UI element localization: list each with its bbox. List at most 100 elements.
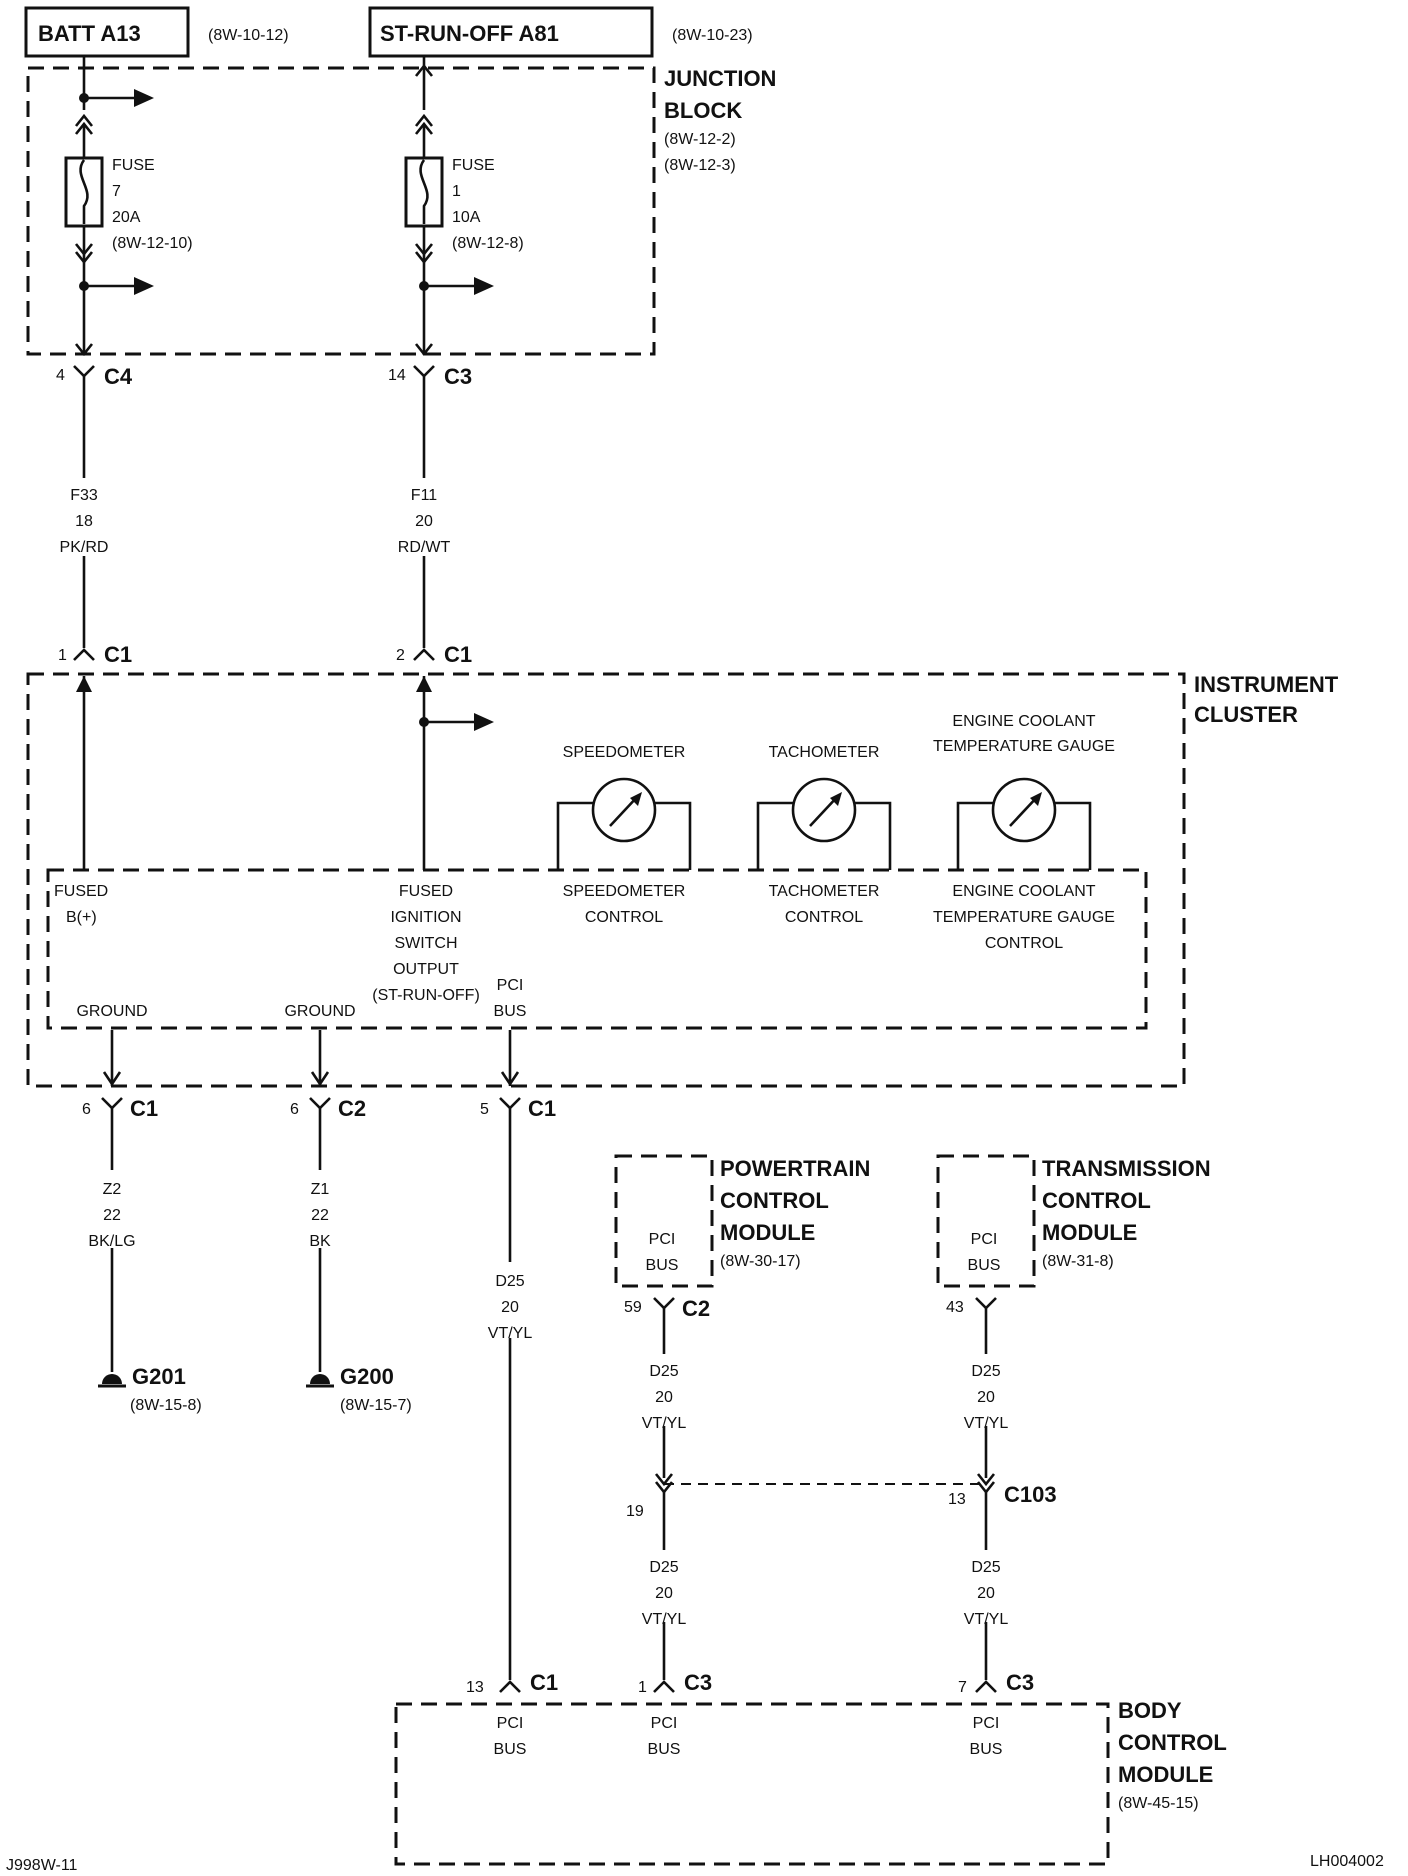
cluster-pci-label-2: BUS: [494, 1003, 527, 1020]
cluster-internal-wiring: [76, 676, 494, 870]
ect-control-2: TEMPERATURE GAUGE: [933, 909, 1115, 926]
speedometer-label: SPEEDOMETER: [563, 744, 686, 761]
wire-z2-circuit: Z2: [103, 1181, 122, 1198]
connector-c1-pci-pin: 5: [480, 1101, 489, 1118]
fis-label-5: (ST-RUN-OFF): [372, 987, 480, 1004]
fuse-1-number: 1: [452, 183, 461, 200]
wire-d25-tcm-upper-gauge: 20: [977, 1389, 995, 1406]
ect-control-3: CONTROL: [985, 935, 1063, 952]
connector-bcm-c1-name: C1: [530, 1670, 558, 1695]
wire-f11-gauge: 20: [415, 513, 433, 530]
bcm-pci-a-1: PCI: [497, 1715, 524, 1732]
speedometer-control-1: SPEEDOMETER: [563, 883, 686, 900]
pcm-boundary: [614, 1154, 714, 1288]
tcm-title-1: TRANSMISSION: [1042, 1156, 1211, 1181]
fuse-7-number: 7: [112, 183, 121, 200]
connector-c4-name: C4: [104, 364, 133, 389]
tcm-boundary: [936, 1154, 1036, 1288]
junction-block-ref-1: (8W-12-2): [664, 131, 736, 148]
instrument-cluster-title-1: INSTRUMENT: [1194, 672, 1339, 697]
ect-gauge-label-1: ENGINE COOLANT: [952, 713, 1095, 730]
wire-f11-color: RD/WT: [398, 539, 451, 556]
wire-f33-gauge: 18: [75, 513, 93, 530]
connector-c3-jb-pin: 14: [388, 367, 406, 384]
connector-c103-right-pin: 13: [948, 1491, 966, 1508]
tachometer-gauge: [756, 777, 892, 870]
wire-z2-gauge: 22: [103, 1207, 121, 1224]
connector-pcm-c2-name: C2: [682, 1296, 710, 1321]
figure-id-left: J998W-11: [6, 1857, 78, 1874]
bcm-title-2: CONTROL: [1118, 1730, 1227, 1755]
wire-f11-circuit: F11: [411, 487, 437, 504]
fis-label-2: IGNITION: [390, 909, 461, 926]
pcm-pci-1: PCI: [649, 1231, 676, 1248]
bcm-pci-a-2: BUS: [494, 1741, 527, 1758]
connector-tcm: [975, 1297, 997, 1310]
connector-c1-pin2-pin: 2: [396, 647, 405, 664]
tcm-ref: (8W-31-8): [1042, 1253, 1114, 1270]
tcm-pci-1: PCI: [971, 1231, 998, 1248]
cluster-pci-label-1: PCI: [497, 977, 524, 994]
connector-c3-jb-name: C3: [444, 364, 472, 389]
tachometer-control-1: TACHOMETER: [769, 883, 880, 900]
connector-bcm-c3-pin7-pin: 7: [958, 1679, 967, 1696]
wire-d25-tcm-upper-color: VT/YL: [964, 1415, 1009, 1432]
speedometer-control-2: CONTROL: [585, 909, 663, 926]
wire-d25-pcm-upper-gauge: 20: [655, 1389, 673, 1406]
connector-c1-pin1-name: C1: [104, 642, 132, 667]
st-run-off-source: ST-RUN-OFF A81: [368, 6, 654, 58]
connector-c2-ground-pin: 6: [290, 1101, 299, 1118]
pcm-title-1: POWERTRAIN: [720, 1156, 870, 1181]
connector-c1-pin1: [73, 648, 95, 661]
figure-id-right: LH004002: [1310, 1853, 1384, 1870]
junction-block-boundary: [26, 66, 656, 356]
wire-d25-tcm-lower-color: VT/YL: [964, 1611, 1009, 1628]
ground-g201-name: G201: [132, 1364, 186, 1389]
ect-control-1: ENGINE COOLANT: [952, 883, 1095, 900]
connector-c4: [73, 365, 95, 378]
bcm-pci-c-2: BUS: [970, 1741, 1003, 1758]
ect-gauge: [956, 777, 1092, 870]
connector-c103-left-pin: 19: [626, 1503, 644, 1520]
instrument-cluster-title-2: CLUSTER: [1194, 702, 1298, 727]
ground-g200-name: G200: [340, 1364, 394, 1389]
fuse-7-amps: 20A: [112, 209, 141, 226]
bcm-pci-b-2: BUS: [648, 1741, 681, 1758]
fuse-1-word: FUSE: [452, 157, 495, 174]
connector-c103-name: C103: [1004, 1482, 1057, 1507]
junction-block-title-1: JUNCTION: [664, 66, 776, 91]
ect-gauge-label-2: TEMPERATURE GAUGE: [933, 738, 1115, 755]
cluster-output-wiring: [102, 1030, 520, 1087]
bcm-title-1: BODY: [1118, 1698, 1182, 1723]
fused-b-label-2: B(+): [66, 909, 97, 926]
tachometer-control-2: CONTROL: [785, 909, 863, 926]
ground-g201-icon: [98, 1374, 126, 1388]
wire-d25-pcm-upper-color: VT/YL: [642, 1415, 687, 1432]
batt-a13-source: BATT A13: [24, 6, 190, 58]
connector-c103: [654, 1473, 996, 1495]
wire-f33-circuit: F33: [70, 487, 98, 504]
cluster-module-boundary: [46, 868, 1148, 1030]
st-run-off-ref: (8W-10-23): [672, 27, 753, 44]
connector-bcm-c3-pin1: [653, 1680, 675, 1693]
pcm-title-2: CONTROL: [720, 1188, 829, 1213]
speedometer-gauge: [556, 777, 692, 870]
tcm-title-3: MODULE: [1042, 1220, 1137, 1245]
ground-g201-ref: (8W-15-8): [130, 1397, 202, 1414]
connector-c2-ground: [309, 1097, 331, 1110]
wire-d25-tcm-lower-gauge: 20: [977, 1585, 995, 1602]
fis-label-4: OUTPUT: [393, 961, 459, 978]
connector-c1-pci: [499, 1097, 521, 1110]
fuse-7-circuit: [64, 56, 154, 357]
fuse-1-ref: (8W-12-8): [452, 235, 524, 252]
fuse-7-ref: (8W-12-10): [112, 235, 193, 252]
wire-z1-color: BK: [309, 1233, 331, 1250]
connector-c2-ground-name: C2: [338, 1096, 366, 1121]
pcm-ref: (8W-30-17): [720, 1253, 801, 1270]
connector-bcm-c3-pin1-name: C3: [684, 1670, 712, 1695]
tachometer-label: TACHOMETER: [769, 744, 880, 761]
wire-d25-pcm-lower-gauge: 20: [655, 1585, 673, 1602]
tcm-pci-2: BUS: [968, 1257, 1001, 1274]
pcm-pci-2: BUS: [646, 1257, 679, 1274]
wire-d25-pcm-lower-circuit: D25: [649, 1559, 678, 1576]
